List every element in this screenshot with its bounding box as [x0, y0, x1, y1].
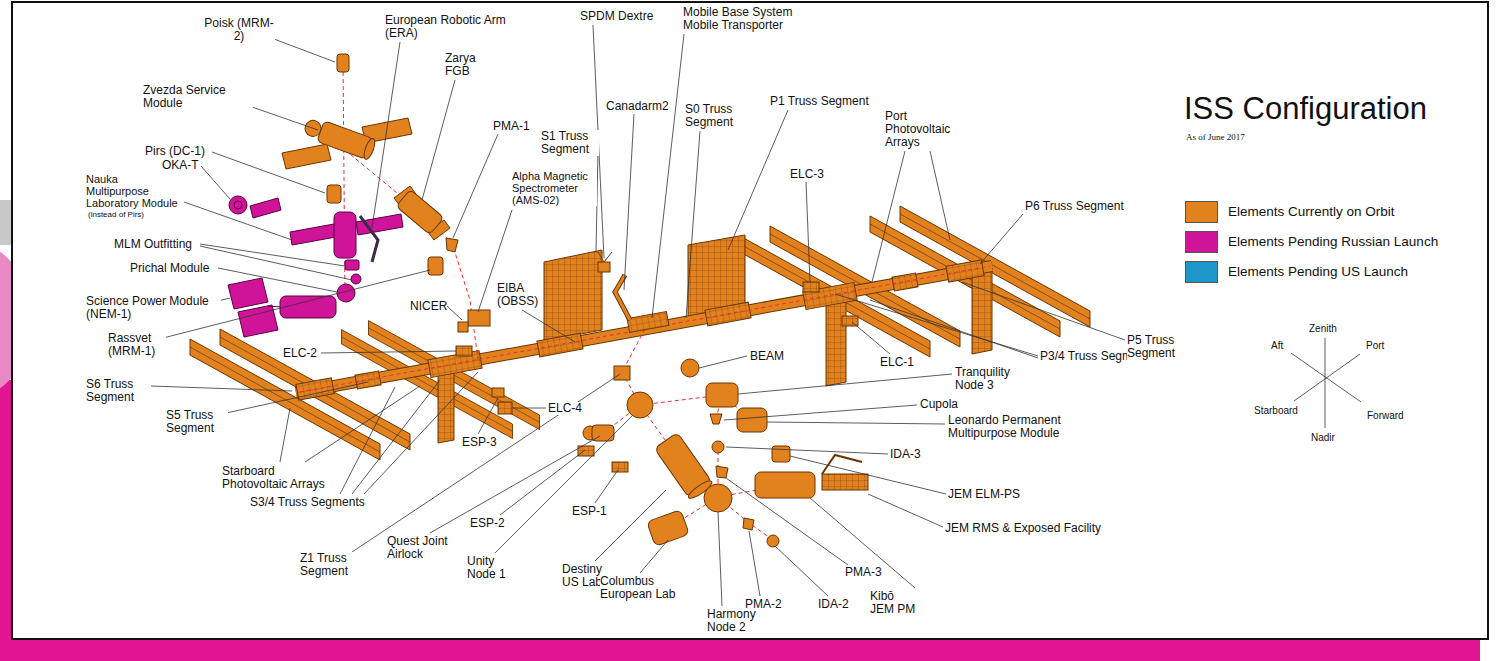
truss — [296, 260, 992, 400]
callout-label: Cupola — [920, 398, 958, 411]
callout-label: Starboard Photovoltaic Arrays — [222, 465, 334, 491]
callout-label: ESP-2 — [470, 517, 505, 530]
direction-label: Starboard — [1254, 405, 1298, 416]
direction-compass — [1291, 338, 1361, 428]
robotic-arms — [615, 275, 862, 474]
callout-label: Quest Joint Airlock — [387, 535, 477, 561]
callout-label: EIBA (OBSS) — [497, 282, 542, 308]
legend-text: Elements Pending US Launch — [1228, 264, 1408, 280]
callout-label: European Robotic Arm (ERA) — [385, 14, 511, 40]
callout-label: Leonardo Permanent Multipurpose Module — [948, 414, 1126, 440]
callout-label: PMA-3 — [845, 566, 882, 579]
leader-lines — [151, 25, 1125, 606]
direction-label: Port — [1366, 340, 1384, 351]
direction-label: Aft — [1271, 340, 1283, 351]
callout-label: P5 Truss Segment — [1127, 334, 1189, 360]
legend-swatch — [1185, 231, 1218, 253]
direction-label: Forward — [1367, 410, 1404, 421]
direction-label: Nadir — [1311, 432, 1335, 443]
callout-label: MLM Outfitting — [114, 238, 192, 251]
radiators — [438, 235, 992, 443]
legend-text: Elements Pending Russian Launch — [1228, 234, 1438, 250]
callout-label: JEM ELM-PS — [948, 488, 1020, 501]
callout-label: Poisk (MRM-2) — [203, 17, 275, 43]
callout-label: Canadarm2 — [606, 100, 669, 113]
callout-label: Tranquility Node 3 — [955, 366, 1025, 392]
callout-label: JEM RMS & Exposed Facility — [945, 522, 1101, 535]
callout-label: Harmony Node 2 — [707, 608, 762, 634]
callout-label: Alpha Magnetic Spectrometer (AMS-02) — [512, 170, 597, 206]
pending-russian-modules — [228, 196, 403, 337]
callout-label: ELC-2 — [283, 347, 317, 360]
callout-label: NICER — [410, 300, 447, 313]
robotic-arm — [360, 216, 378, 262]
callout-label: Kibō JEM PM — [870, 590, 918, 616]
date-note: As of June 2017 — [1186, 132, 1245, 142]
callout-label: P6 Truss Segment — [1025, 200, 1124, 213]
callout-label: Unity Node 1 — [467, 555, 517, 581]
callout-label: S6 Truss Segment — [86, 378, 148, 404]
callout-label: ESP-3 — [462, 436, 497, 449]
legend-text: Elements Currently on Orbit — [1228, 204, 1395, 220]
callout-label: SPDM Dextre — [580, 10, 653, 23]
russian-modules — [282, 54, 458, 275]
axis-lines — [300, 58, 990, 540]
callout-label: Columbus European Lab — [600, 575, 690, 601]
callout-label: ELC-4 — [548, 402, 582, 415]
callout-label: Port Photovoltaic Arrays — [885, 110, 960, 149]
legend-swatch — [1185, 261, 1218, 283]
callout-label: IDA-3 — [890, 448, 921, 461]
callout-label: BEAM — [750, 350, 784, 363]
callout-label: Zvezda Service Module — [143, 84, 253, 110]
callout-label: S1 Truss Segment — [541, 130, 599, 156]
callout-label: Prichal Module — [130, 262, 209, 275]
callout-label: Nauka Multipurpose Laboratory Module — [86, 173, 181, 209]
callout-label: PMA-1 — [493, 120, 530, 133]
callout-label: S5 Truss Segment — [166, 409, 228, 435]
callout-label: P1 Truss Segment — [770, 95, 869, 108]
callout-label: ELC-3 — [790, 168, 824, 181]
diagram-title: ISS Configuration — [1184, 92, 1427, 126]
callout-label: Pirs (DC-1) — [145, 145, 205, 158]
callout-label: ESP-1 — [572, 505, 607, 518]
callout-label: (instead of Pirs) — [88, 210, 144, 219]
callout-label: Z1 Truss Segment — [300, 552, 362, 578]
legend-swatch — [1185, 201, 1218, 223]
us-modules — [456, 252, 868, 547]
callout-label: Mobile Base System Mobile Transporter — [683, 6, 808, 32]
callout-label: OKA-T — [162, 159, 199, 172]
callout-label: PMA-2 — [745, 598, 782, 611]
callout-label: Science Power Module (NEM-1) — [86, 295, 221, 321]
callout-label: S0 Truss Segment — [685, 103, 737, 129]
callout-label: Zarya FGB — [445, 52, 490, 78]
callout-label: ELC-1 — [880, 356, 914, 369]
direction-label: Zenith — [1309, 323, 1337, 334]
callout-label: IDA-2 — [818, 598, 849, 611]
callout-label: S3/4 Truss Segments — [250, 496, 365, 509]
callout-label: Rassvet (MRM-1) — [108, 332, 166, 358]
